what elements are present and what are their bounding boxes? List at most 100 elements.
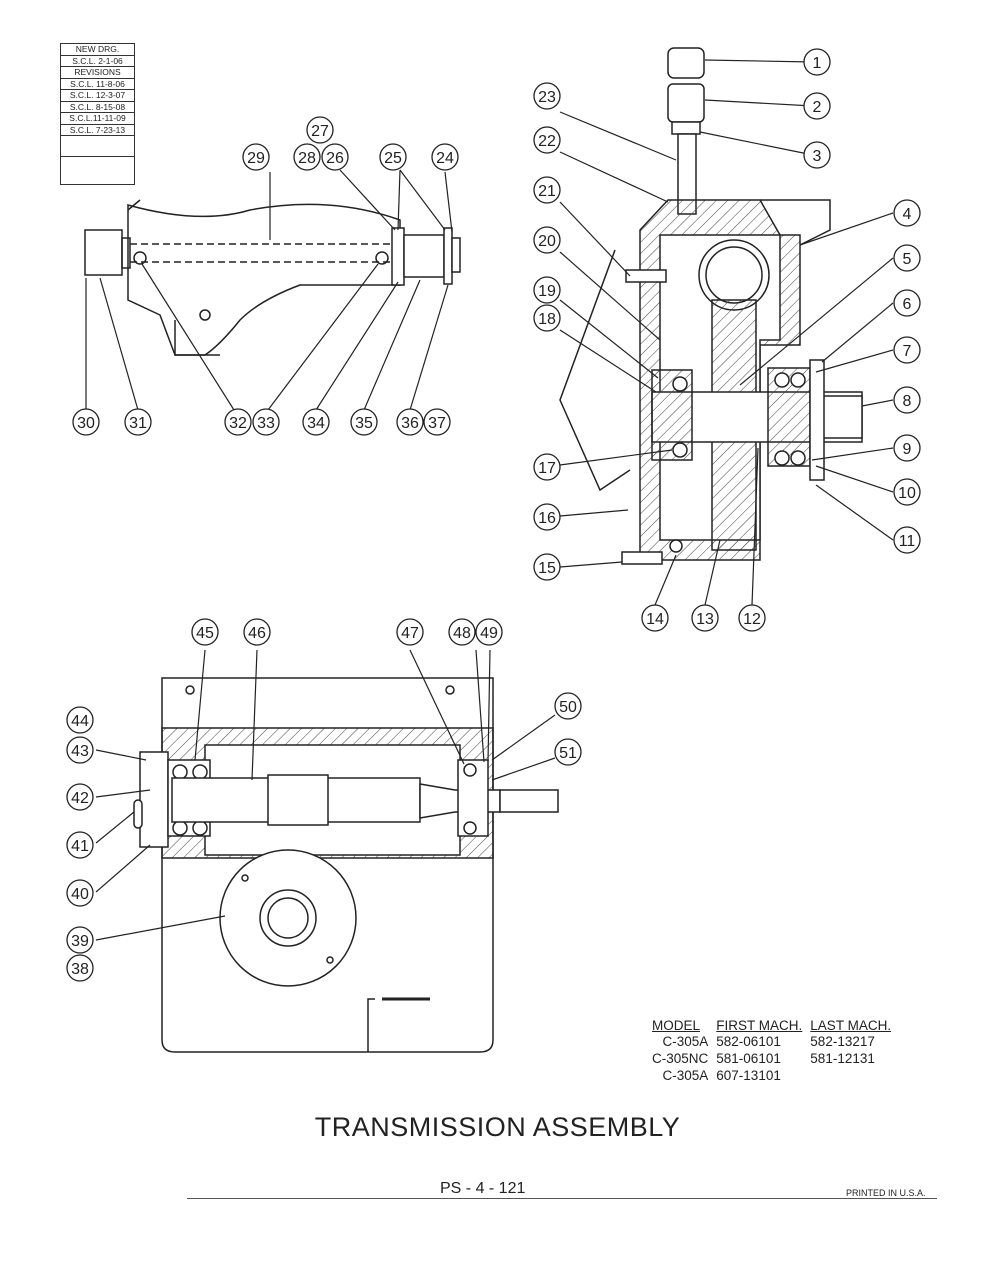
callout: 32 (224, 408, 252, 436)
model-cell: C-305A (662, 1034, 709, 1049)
svg-text:10: 10 (898, 485, 916, 502)
svg-text:50: 50 (559, 699, 577, 716)
callout: 45 (191, 618, 219, 646)
svg-text:40: 40 (71, 886, 89, 903)
svg-text:37: 37 (428, 415, 446, 432)
callout: 2 (803, 92, 831, 120)
svg-text:41: 41 (71, 838, 89, 855)
callout: 16 (533, 503, 561, 531)
svg-text:3: 3 (813, 148, 822, 165)
model-table: MODEL FIRST MACH. LAST MACH. C-305A 582-… (648, 1018, 895, 1084)
callout: 21 (533, 176, 561, 204)
callout: 13 (691, 604, 719, 632)
callout: 35 (350, 408, 378, 436)
svg-text:42: 42 (71, 790, 89, 807)
callout: 40 (66, 879, 94, 907)
svg-text:18: 18 (538, 311, 556, 328)
callout: 46 (243, 618, 271, 646)
callout: 4 (893, 199, 921, 227)
callout: 18 (533, 304, 561, 332)
svg-text:9: 9 (903, 441, 912, 458)
svg-text:38: 38 (71, 961, 89, 978)
callout: 50 (554, 692, 582, 720)
svg-text:6: 6 (903, 296, 912, 313)
callout: 15 (533, 553, 561, 581)
svg-text:35: 35 (355, 415, 373, 432)
svg-text:14: 14 (646, 611, 664, 628)
svg-text:17: 17 (538, 460, 556, 477)
svg-text:8: 8 (903, 393, 912, 410)
svg-text:23: 23 (538, 89, 556, 106)
svg-text:33: 33 (257, 415, 275, 432)
new-drg-label: NEW DRG. (61, 44, 134, 56)
callout: 28 (293, 143, 321, 171)
callout: 51 (554, 738, 582, 766)
callout: 14 (641, 604, 669, 632)
callout: 9 (893, 434, 921, 462)
callout: 24 (431, 143, 459, 171)
svg-text:12: 12 (743, 611, 761, 628)
callout: 27 (306, 116, 334, 144)
svg-text:26: 26 (326, 150, 344, 167)
svg-text:19: 19 (538, 283, 556, 300)
svg-text:49: 49 (480, 625, 498, 642)
svg-text:31: 31 (129, 415, 147, 432)
leader-lines (85, 59, 894, 941)
callout: 48 (448, 618, 476, 646)
callout: 7 (893, 336, 921, 364)
callout: 39 (66, 926, 94, 954)
svg-text:30: 30 (77, 415, 95, 432)
model-cell: C-305NC (652, 1051, 709, 1066)
callout: 34 (302, 408, 330, 436)
svg-text:13: 13 (696, 611, 714, 628)
callout: 12 (738, 604, 766, 632)
revision-entry: S.C.L. 7-23-13 (61, 125, 134, 136)
svg-text:48: 48 (453, 625, 471, 642)
callout: 29 (242, 143, 270, 171)
callout: 6 (893, 289, 921, 317)
callout: 11 (893, 526, 921, 554)
svg-text:1: 1 (813, 55, 822, 72)
svg-text:21: 21 (538, 183, 556, 200)
svg-text:32: 32 (229, 415, 247, 432)
page-number: PS - 4 - 121 (440, 1180, 526, 1197)
gearbox-top-view (133, 677, 559, 1053)
svg-text:24: 24 (436, 150, 454, 167)
callout: 26 (321, 143, 349, 171)
first-mach-cell: 581-06101 (716, 1051, 781, 1066)
svg-text:27: 27 (311, 123, 329, 140)
callout: 22 (533, 126, 561, 154)
revision-blank (61, 136, 134, 184)
table-row: C-305A 582-06101 582-13217 (648, 1033, 895, 1050)
callout: 49 (475, 618, 503, 646)
svg-text:45: 45 (196, 625, 214, 642)
callout: 37 (423, 408, 451, 436)
svg-text:44: 44 (71, 713, 89, 730)
printed-note: PRINTED IN U.S.A. (846, 1188, 926, 1198)
svg-text:43: 43 (71, 743, 89, 760)
svg-text:34: 34 (307, 415, 325, 432)
callout: 30 (72, 408, 100, 436)
svg-text:4: 4 (903, 206, 912, 223)
svg-text:29: 29 (247, 150, 265, 167)
svg-text:15: 15 (538, 560, 556, 577)
callout: 3 (803, 141, 831, 169)
svg-text:25: 25 (384, 150, 402, 167)
callout: 38 (66, 954, 94, 982)
svg-text:22: 22 (538, 133, 556, 150)
svg-text:16: 16 (538, 510, 556, 527)
callout: 33 (252, 408, 280, 436)
callout: 47 (396, 618, 424, 646)
revision-entry: S.C.L. 11-8-06 (61, 79, 134, 90)
revisions-label: REVISIONS (61, 67, 134, 79)
callout: 43 (66, 736, 94, 764)
svg-text:47: 47 (401, 625, 419, 642)
model-header: MODEL (652, 1018, 701, 1033)
callout: 23 (533, 82, 561, 110)
revision-entry: S.C.L. 12-3-07 (61, 90, 134, 102)
svg-text:5: 5 (903, 251, 912, 268)
svg-text:11: 11 (899, 533, 916, 550)
svg-text:39: 39 (71, 933, 89, 950)
revision-entry: S.C.L. 8-15-08 (61, 102, 134, 113)
last-mach-cell: 582-13217 (810, 1034, 875, 1049)
